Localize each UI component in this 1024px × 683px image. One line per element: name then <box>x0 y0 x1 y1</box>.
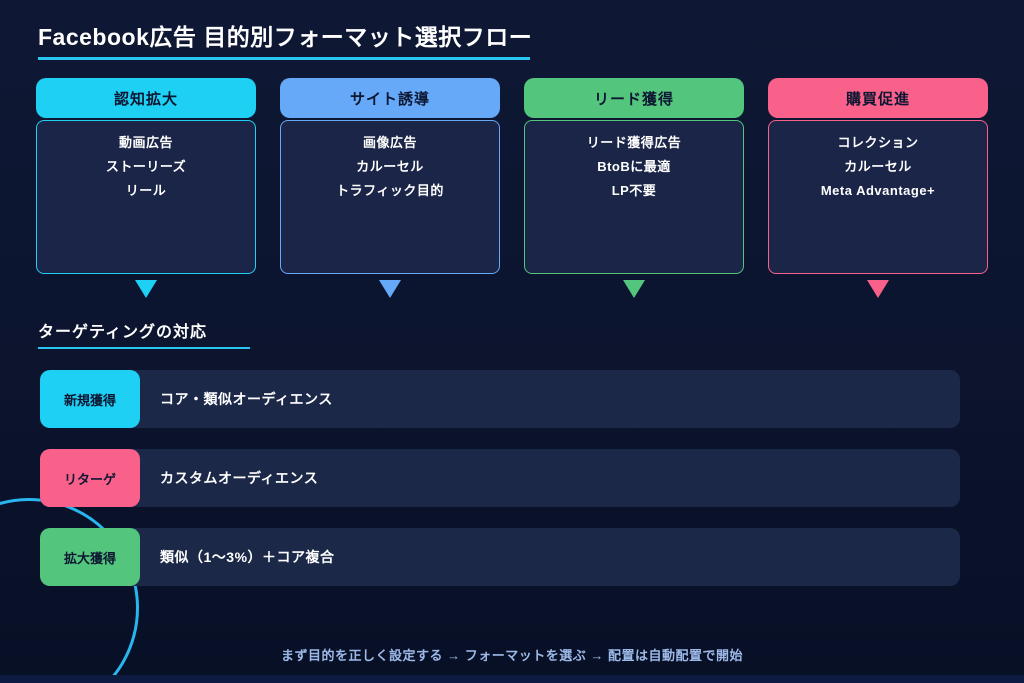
format-item: LP不要 <box>611 183 657 198</box>
column-site-traffic: サイト誘導 画像広告 カルーセル トラフィック目的 <box>280 78 500 298</box>
targeting-badge: 新規獲得 <box>40 370 140 428</box>
column-formats-box: 動画広告 ストーリーズ リール <box>36 120 256 274</box>
targeting-badge: 拡大獲得 <box>40 528 140 586</box>
column-header-badge: 購買促進 <box>768 78 988 118</box>
column-header-badge: リード獲得 <box>524 78 744 118</box>
targeting-row-text: カスタムオーディエンス <box>160 470 319 486</box>
footer-note: まず目的を正しく設定する → フォーマットを選ぶ → 配置は自動配置で開始 <box>281 648 743 663</box>
column-header-badge: 認知拡大 <box>36 78 256 118</box>
column-formats-box: コレクション カルーセル Meta Advantage+ <box>768 120 988 274</box>
page-title: Facebook広告 目的別フォーマット選択フロー <box>38 24 533 50</box>
targeting-section-underline <box>38 347 250 349</box>
format-item: トラフィック目的 <box>336 183 444 198</box>
format-item: コレクション <box>837 135 919 150</box>
bottom-accent-bar <box>0 675 1024 683</box>
column-purchase: 購買促進 コレクション カルーセル Meta Advantage+ <box>768 78 988 298</box>
targeting-badge: リターゲ <box>40 449 140 507</box>
format-columns: 認知拡大 動画広告 ストーリーズ リール サイト誘導 画像広告 カルーセル トラ… <box>36 78 988 298</box>
targeting-row-retargeting: リターゲ カスタムオーディエンス <box>40 449 960 507</box>
targeting-row-text: 類似（1〜3%）＋コア複合 <box>160 549 335 565</box>
column-formats-box: 画像広告 カルーセル トラフィック目的 <box>280 120 500 274</box>
down-arrow-icon <box>135 280 157 298</box>
targeting-section-heading: ターゲティングの対応 <box>38 324 208 341</box>
format-item: リード獲得広告 <box>586 135 682 150</box>
format-item: カルーセル <box>844 159 912 174</box>
format-item: リール <box>125 183 167 198</box>
format-item: ストーリーズ <box>105 159 187 174</box>
column-awareness: 認知拡大 動画広告 ストーリーズ リール <box>36 78 256 298</box>
column-lead-gen: リード獲得 リード獲得広告 BtoBに最適 LP不要 <box>524 78 744 298</box>
format-item: 動画広告 <box>118 135 173 150</box>
down-arrow-icon <box>867 280 889 298</box>
targeting-row-text: コア・類似オーディエンス <box>160 391 333 407</box>
format-item: Meta Advantage+ <box>820 183 936 198</box>
down-arrow-icon <box>379 280 401 298</box>
targeting-row-expansion: 拡大獲得 類似（1〜3%）＋コア複合 <box>40 528 960 586</box>
targeting-row-new-acquisition: 新規獲得 コア・類似オーディエンス <box>40 370 960 428</box>
format-item: 画像広告 <box>362 135 417 150</box>
column-formats-box: リード獲得広告 BtoBに最適 LP不要 <box>524 120 744 274</box>
format-item: BtoBに最適 <box>597 159 671 174</box>
down-arrow-icon <box>623 280 645 298</box>
format-item: カルーセル <box>356 159 424 174</box>
title-underline <box>38 57 530 60</box>
column-header-badge: サイト誘導 <box>280 78 500 118</box>
